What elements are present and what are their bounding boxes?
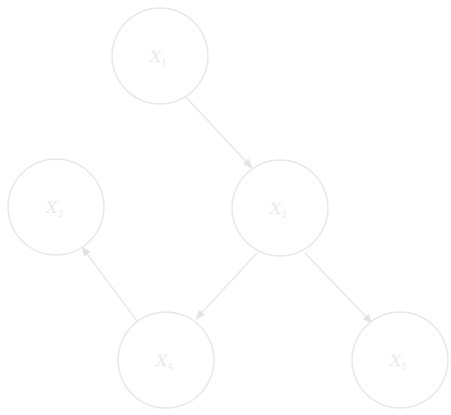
node-top-var: X — [148, 47, 162, 66]
svg-text:X3: X3 — [44, 198, 63, 220]
node-left-circle — [7, 158, 105, 256]
node-middle-circle — [231, 159, 329, 257]
svg-text:X2: X2 — [268, 199, 287, 221]
edge-bottom-left-to-left — [81, 246, 138, 322]
node-top-sub: 1 — [161, 59, 167, 69]
node-middle[interactable]: X2 — [231, 159, 329, 257]
node-bottom-right-var: X — [388, 351, 402, 370]
svg-text:X1: X1 — [148, 47, 167, 69]
node-bottom-left-sub: 4 — [167, 363, 173, 373]
edge-top-to-middle — [184, 95, 253, 169]
node-bottom-left-circle — [117, 311, 215, 409]
svg-text:X4: X4 — [154, 351, 173, 373]
node-middle-var: X — [268, 199, 282, 218]
node-bottom-left[interactable]: X4 — [117, 311, 215, 409]
node-middle-sub: 2 — [281, 211, 287, 221]
node-left-var: X — [44, 198, 58, 217]
node-bottom-left-var: X — [154, 351, 168, 370]
node-bottom-right-sub: 5 — [401, 363, 407, 373]
node-left-sub: 3 — [57, 210, 63, 220]
node-bottom-right-circle — [351, 311, 449, 409]
node-left[interactable]: X3 — [7, 158, 105, 256]
node-top-circle — [111, 7, 209, 105]
edge-middle-to-bottom-left — [195, 252, 258, 320]
node-top[interactable]: X1 — [111, 7, 209, 105]
svg-text:X5: X5 — [388, 351, 407, 373]
edge-middle-to-bottom-right — [304, 252, 373, 324]
node-bottom-right[interactable]: X5 — [351, 311, 449, 409]
